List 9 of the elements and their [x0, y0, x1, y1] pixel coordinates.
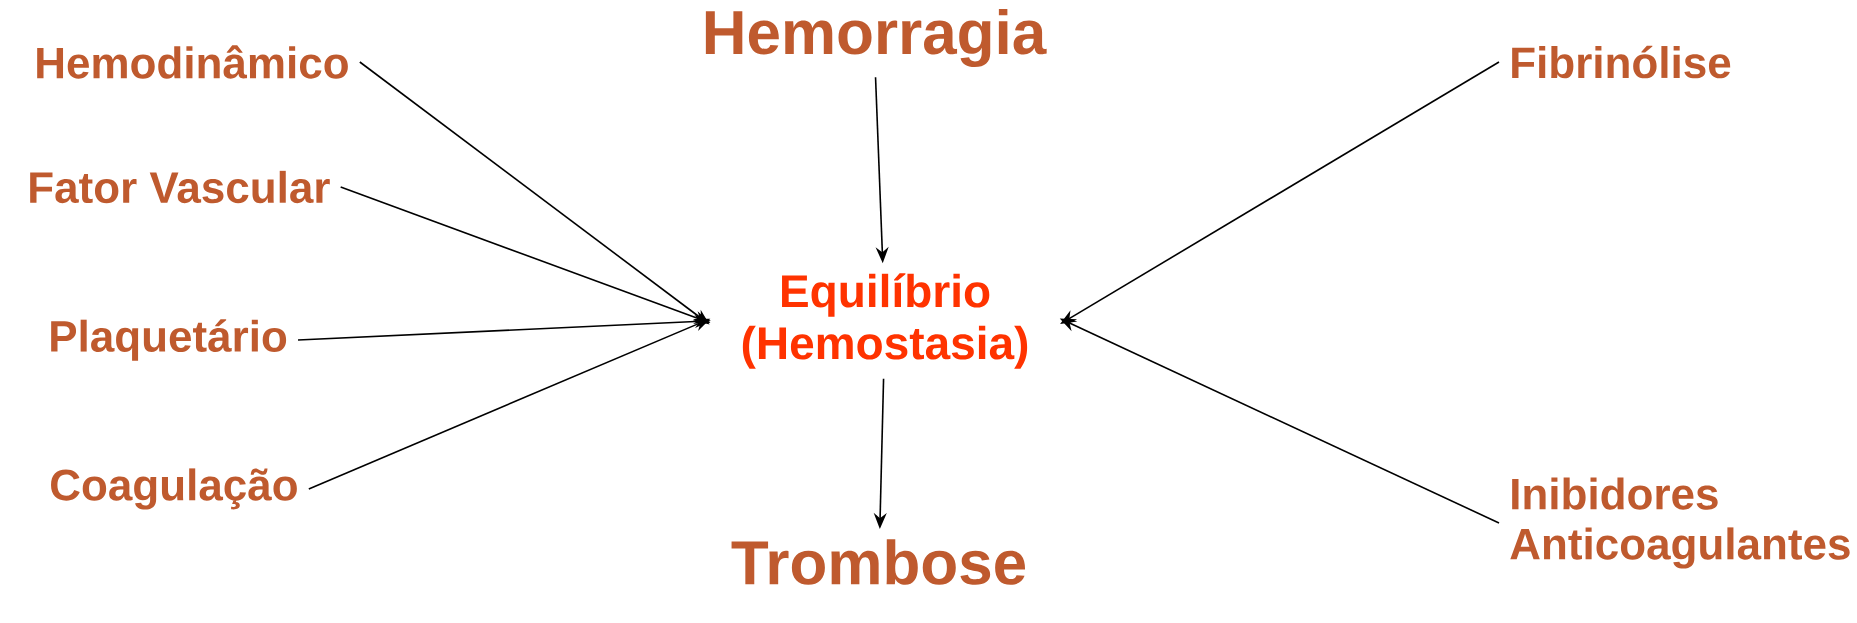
- title-text: Hemorragia: [705, 8, 1047, 68]
- factor-label: Fibrinólise: [1512, 45, 1731, 79]
- center-label: Equilíbrio (Hemostasia): [742, 273, 1028, 369]
- factor-label: Fator Vascular: [30, 170, 330, 204]
- factor-label: Inibidores Anticoagulantes: [1510, 477, 1850, 569]
- factor-label: Plaquetário: [51, 319, 287, 361]
- factor-label: Coagulação: [51, 468, 297, 510]
- title-text: Trombose: [731, 539, 1026, 585]
- factor-label: Hemodinâmico: [37, 45, 348, 79]
